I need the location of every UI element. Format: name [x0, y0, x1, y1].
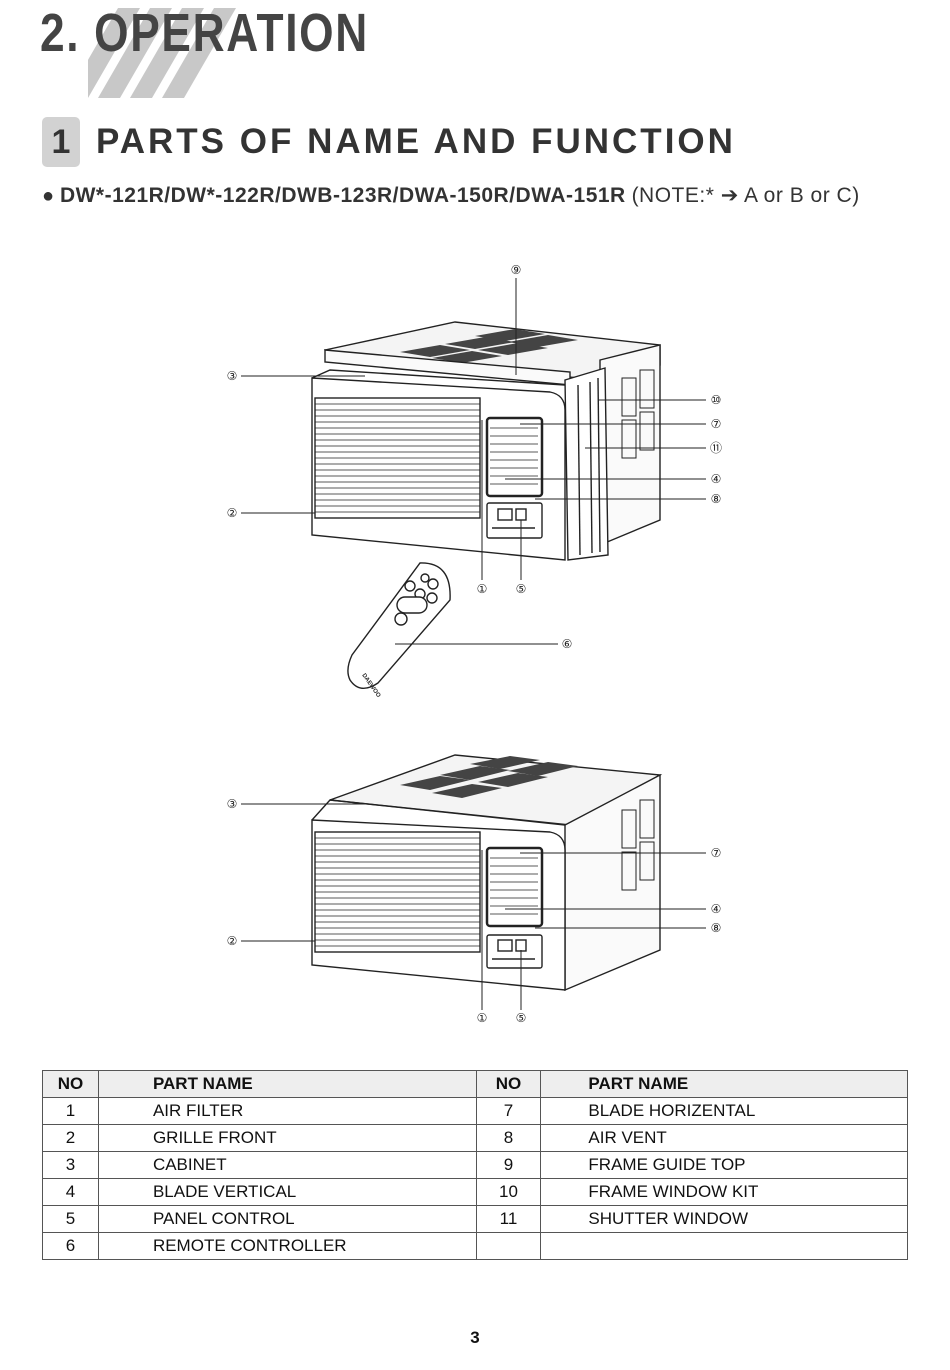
bullet-icon: ●: [42, 185, 55, 207]
model-list-line: ● DW*-121R/DW*-122R/DWB-123R/DWA-150R/DW…: [42, 183, 860, 208]
callout-3: ③: [227, 369, 238, 383]
table-cell: 6: [42, 1232, 99, 1260]
callout-10: ⑩: [711, 393, 722, 407]
callout-2: ②: [227, 506, 238, 520]
table-cell: [475, 1232, 542, 1260]
table-cell: 3: [42, 1151, 99, 1179]
section-number-badge: 1: [42, 117, 80, 167]
callout-11: ⑪: [710, 441, 722, 455]
callout-4: ④: [711, 472, 722, 486]
table-cell: REMOTE CONTROLLER: [97, 1232, 477, 1260]
table-cell: [540, 1232, 908, 1260]
table-cell: 5: [42, 1205, 99, 1233]
page-number: 3: [470, 1328, 480, 1347]
header-stripes-decoration: [88, 8, 236, 98]
column-header: PART NAME: [97, 1070, 477, 1098]
table-cell: 11: [475, 1205, 542, 1233]
table-cell: 4: [42, 1178, 99, 1206]
column-header: PART NAME: [540, 1070, 908, 1098]
table-row: 2 GRILLE FRONT 8 AIR VENT: [42, 1124, 908, 1152]
callout-8: ⑧: [711, 921, 722, 935]
remote-controller-illustration: [347, 562, 451, 689]
table-cell: 10: [475, 1178, 542, 1206]
callout-2: ②: [227, 934, 238, 948]
callout-5: ⑤: [516, 1011, 527, 1025]
table-cell: FRAME WINDOW KIT: [540, 1178, 908, 1206]
air-conditioner-with-window-kit-illustration: [311, 321, 661, 561]
table-row: 3 CABINET 9 FRAME GUIDE TOP: [42, 1151, 908, 1179]
callout-8: ⑧: [711, 492, 722, 506]
column-header: NO: [475, 1070, 542, 1098]
callout-9: ⑨: [511, 263, 522, 277]
callout-4: ④: [711, 902, 722, 916]
chapter-title: 2. OPERATION: [40, 3, 369, 63]
table-cell: 1: [42, 1097, 99, 1125]
table-cell: BLADE VERTICAL: [97, 1178, 477, 1206]
table-cell: BLADE HORIZENTAL: [540, 1097, 908, 1125]
air-conditioner-illustration: [311, 754, 663, 992]
table-cell: CABINET: [97, 1151, 477, 1179]
table-cell: GRILLE FRONT: [97, 1124, 477, 1152]
callout-5: ⑤: [516, 582, 527, 596]
table-cell: 7: [475, 1097, 542, 1125]
callout-7: ⑦: [711, 417, 722, 431]
model-note: (NOTE:* ➔ A or B or C): [631, 184, 860, 207]
table-row: 6 REMOTE CONTROLLER: [42, 1232, 908, 1260]
table-cell: 2: [42, 1124, 99, 1152]
section-title: PARTS OF NAME AND FUNCTION: [96, 122, 736, 161]
table-cell: SHUTTER WINDOW: [540, 1205, 908, 1233]
callout-1: ①: [477, 1011, 488, 1025]
table-row: 1 AIR FILTER 7 BLADE HORIZENTAL: [42, 1097, 908, 1125]
table-cell: AIR VENT: [540, 1124, 908, 1152]
table-header-row: NO PART NAME NO PART NAME: [42, 1070, 908, 1098]
model-list: DW*-121R/DW*-122R/DWB-123R/DWA-150R/DWA-…: [59, 184, 626, 207]
table-cell: 9: [475, 1151, 542, 1179]
callout-3: ③: [227, 797, 238, 811]
callout-6: ⑥: [562, 637, 573, 651]
column-header: NO: [42, 1070, 99, 1098]
callout-7: ⑦: [711, 846, 722, 860]
parts-diagram: DAEWOO ⑨ ③ ⑩ ⑦ ⑪ ② ④ ⑧ ① ⑤ ⑥ ③ ⑦ ④ ⑧ ② ①…: [227, 263, 722, 1025]
table-row: 4 BLADE VERTICAL 10 FRAME WINDOW KIT: [42, 1178, 908, 1206]
table-cell: AIR FILTER: [97, 1097, 477, 1125]
callout-leader-lines: [241, 278, 706, 1010]
table-row: 5 PANEL CONTROL 11 SHUTTER WINDOW: [42, 1205, 908, 1233]
table-cell: 8: [475, 1124, 542, 1152]
table-cell: FRAME GUIDE TOP: [540, 1151, 908, 1179]
callout-1: ①: [477, 582, 488, 596]
table-cell: PANEL CONTROL: [97, 1205, 477, 1233]
parts-table: NO PART NAME NO PART NAME 1 AIR FILTER 7…: [42, 1070, 908, 1260]
